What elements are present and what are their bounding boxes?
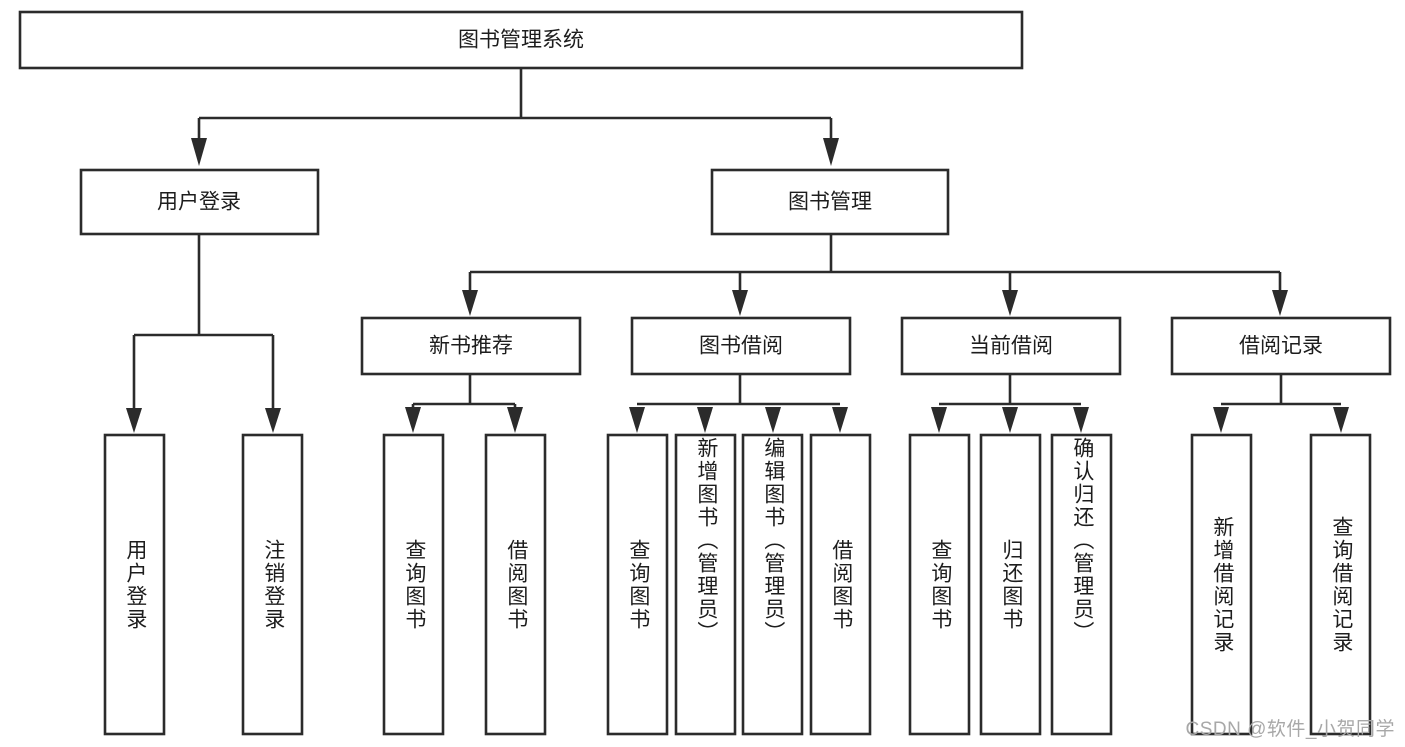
node-leaf-borrow-book-box[interactable] [809, 433, 872, 736]
node-new-book-recommend[interactable]: 新书推荐 [360, 316, 582, 376]
arrow-to-leaf-edit-book-icon [765, 407, 781, 433]
node-book-borrow-box[interactable] [630, 316, 852, 376]
node-current-borrow-label: 当前借阅 [969, 335, 1053, 358]
edge-group [126, 68, 1349, 433]
arrow-to-borrow-record-icon [1272, 290, 1288, 316]
arrow-to-leaf-add-book-icon [697, 407, 713, 433]
node-leaf-query-book-rec-box[interactable] [382, 433, 445, 736]
arrow-to-leaf-query-book-cur-icon [931, 407, 947, 433]
node-user-login-label: 用户登录 [157, 191, 241, 214]
arrow-to-leaf-query-record-icon [1333, 407, 1349, 433]
node-leaf-edit-book-box[interactable] [741, 433, 804, 736]
node-leaf-query-book-borrow-box[interactable] [606, 433, 669, 736]
node-book-manage-box[interactable] [710, 168, 950, 236]
node-user-login[interactable]: 用户登录 [79, 168, 320, 236]
node-book-borrow-label: 图书借阅 [699, 335, 783, 358]
node-group: 图书管理系统 用户登录 图书管理 新书推荐 图书借阅 当前 [18, 10, 1392, 736]
arrow-to-leaf-add-record-icon [1213, 407, 1229, 433]
node-leaf-confirm-return-box[interactable] [1050, 433, 1113, 736]
arrow-to-leaf-query-book-borrow-icon [629, 407, 645, 433]
node-user-login-box[interactable] [79, 168, 320, 236]
node-leaf-query-book-cur-box[interactable] [908, 433, 971, 736]
node-leaf-logout-box[interactable] [241, 433, 304, 736]
arrow-to-leaf-confirm-return-icon [1073, 407, 1089, 433]
node-new-book-recommend-box[interactable] [360, 316, 582, 376]
node-borrow-record[interactable]: 借阅记录 [1170, 316, 1392, 376]
node-root[interactable]: 图书管理系统 [18, 10, 1024, 70]
arrow-to-leaf-query-book-rec-icon [405, 407, 421, 433]
node-book-borrow[interactable]: 图书借阅 [630, 316, 852, 376]
arrow-to-current-borrow-icon [1002, 290, 1018, 316]
node-leaf-add-book-box[interactable] [674, 433, 737, 736]
node-root-label: 图书管理系统 [458, 29, 584, 52]
node-borrow-record-box[interactable] [1170, 316, 1392, 376]
node-book-manage-label: 图书管理 [788, 191, 872, 214]
arrow-to-leaf-user-login-icon [126, 408, 142, 433]
node-borrow-record-label: 借阅记录 [1239, 335, 1323, 358]
arrow-to-user-login-icon [191, 138, 207, 166]
arrow-to-leaf-logout-icon [265, 408, 281, 433]
arrow-to-book-borrow-icon [732, 290, 748, 316]
node-leaf-user-login-box[interactable] [103, 433, 166, 736]
arrow-to-leaf-return-book-icon [1002, 407, 1018, 433]
arrow-to-leaf-borrow-book-rec-icon [507, 407, 523, 433]
node-book-manage[interactable]: 图书管理 [710, 168, 950, 236]
csdn-watermark: CSDN @软件_小贺同学 [1185, 719, 1395, 740]
node-new-book-recommend-label: 新书推荐 [429, 335, 513, 358]
node-leaf-query-record-box[interactable] [1309, 433, 1372, 736]
node-current-borrow[interactable]: 当前借阅 [900, 316, 1122, 376]
node-leaf-return-book-box[interactable] [979, 433, 1042, 736]
node-leaf-add-record-box[interactable] [1190, 433, 1253, 736]
arrow-to-new-book-recommend-icon [462, 290, 478, 316]
node-root-box[interactable] [18, 10, 1024, 70]
arrow-to-book-manage-icon [823, 138, 839, 166]
node-current-borrow-box[interactable] [900, 316, 1122, 376]
arrow-to-leaf-borrow-book-icon [832, 407, 848, 433]
node-leaf-borrow-book-rec-box[interactable] [484, 433, 547, 736]
